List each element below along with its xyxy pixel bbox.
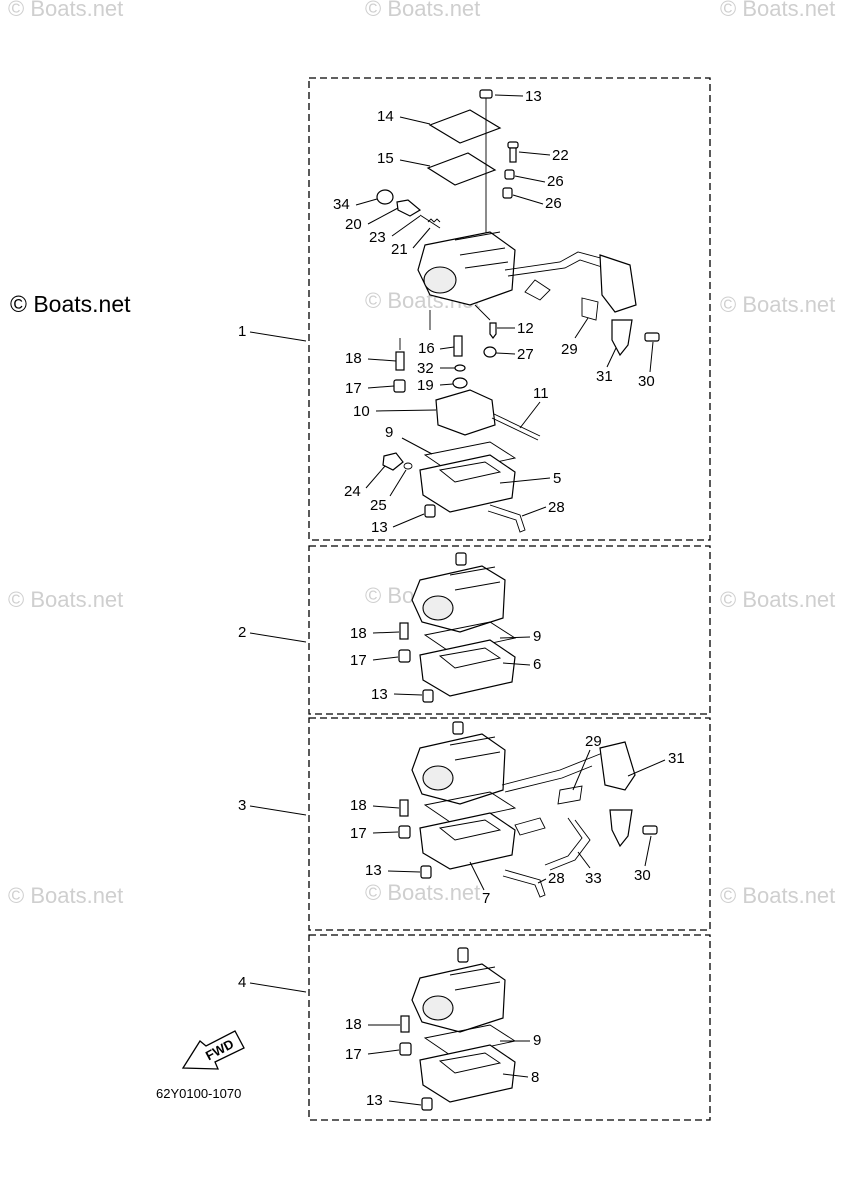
watermark-text: © Boats.net [720, 0, 835, 21]
watermark-text: © Boats.net [8, 883, 123, 908]
part-label: 17 [350, 825, 367, 842]
part-label: 15 [377, 150, 394, 167]
part-label: 26 [547, 173, 564, 190]
part-label: 20 [345, 216, 362, 233]
part-label: 32 [417, 360, 434, 377]
carburetor-assembly-3 [398, 721, 658, 898]
assembly-number: 1 [238, 323, 246, 340]
part-label: 30 [634, 867, 651, 884]
part-label: 13 [366, 1092, 383, 1109]
part-label: 29 [585, 733, 602, 750]
part-label: 11 [533, 385, 549, 402]
watermark-text: © Boats.net [720, 292, 835, 317]
assembly-number: 4 [238, 974, 246, 991]
part-label: 6 [533, 656, 541, 673]
part-label: 26 [545, 195, 562, 212]
part-label: 17 [345, 380, 362, 397]
part-label: 9 [385, 424, 393, 441]
part-label: 29 [561, 341, 578, 358]
part-label: 21 [391, 241, 408, 258]
assembly-number: 2 [238, 624, 246, 641]
part-label: 12 [517, 320, 534, 337]
part-label: 34 [333, 196, 350, 213]
part-label: 18 [350, 797, 367, 814]
part-label: 30 [638, 373, 655, 390]
part-label: 13 [365, 862, 382, 879]
part-label: 17 [345, 1046, 362, 1063]
watermark-text: © Boats.net [8, 0, 123, 21]
part-label: 9 [533, 1032, 541, 1049]
watermark-text: © Boats.net [365, 880, 480, 905]
part-label: 31 [668, 750, 685, 767]
drawing-code: 62Y0100-1070 [156, 1086, 241, 1101]
part-label: 13 [371, 686, 388, 703]
watermark-text: © Boats.net [8, 587, 123, 612]
assembly-number: 3 [238, 797, 246, 814]
part-label: 25 [370, 497, 387, 514]
assembly-box-1 [308, 77, 711, 541]
part-label: 5 [553, 470, 561, 487]
part-label: 24 [344, 483, 361, 500]
part-label: 22 [552, 147, 569, 164]
part-label: 19 [417, 377, 434, 394]
fwd-arrow-icon: FWD [181, 1030, 245, 1070]
part-label: 33 [585, 870, 602, 887]
part-label: 17 [350, 652, 367, 669]
part-label: 13 [371, 519, 388, 536]
watermarks: © Boats.net © Boats.net © Boats.net © Bo… [8, 0, 835, 908]
part-label: 10 [353, 403, 370, 420]
part-label: 13 [525, 88, 542, 105]
part-label: 18 [345, 350, 362, 367]
watermark-text: © Boats.net [365, 0, 480, 21]
part-label: 7 [482, 890, 490, 907]
part-label: 31 [596, 368, 613, 385]
part-label: 27 [517, 346, 534, 363]
part-label: 9 [533, 628, 541, 645]
carburetor-assembly-1 [376, 89, 660, 533]
assembly-box-4 [308, 934, 711, 1121]
copyright-text: © Boats.net [10, 291, 131, 317]
carburetor-assembly-2 [398, 552, 517, 703]
part-label: 18 [350, 625, 367, 642]
assembly-labels: 1 2 3 4 [238, 323, 307, 993]
part-label: 16 [418, 340, 435, 357]
watermark-text: © Boats.net [720, 587, 835, 612]
part-labels: 13 14 22 15 26 26 34 20 23 21 12 29 18 1… [333, 88, 685, 1109]
part-label: 14 [377, 108, 394, 125]
part-label: 8 [531, 1069, 539, 1086]
watermark-text: © Boats.net [720, 883, 835, 908]
part-label: 18 [345, 1016, 362, 1033]
assembly-box-3 [308, 717, 711, 931]
carburetor-assembly-4 [399, 947, 517, 1111]
part-label: 28 [548, 870, 565, 887]
part-label: 23 [369, 229, 386, 246]
assembly-box-2 [308, 545, 711, 715]
part-label: 28 [548, 499, 565, 516]
